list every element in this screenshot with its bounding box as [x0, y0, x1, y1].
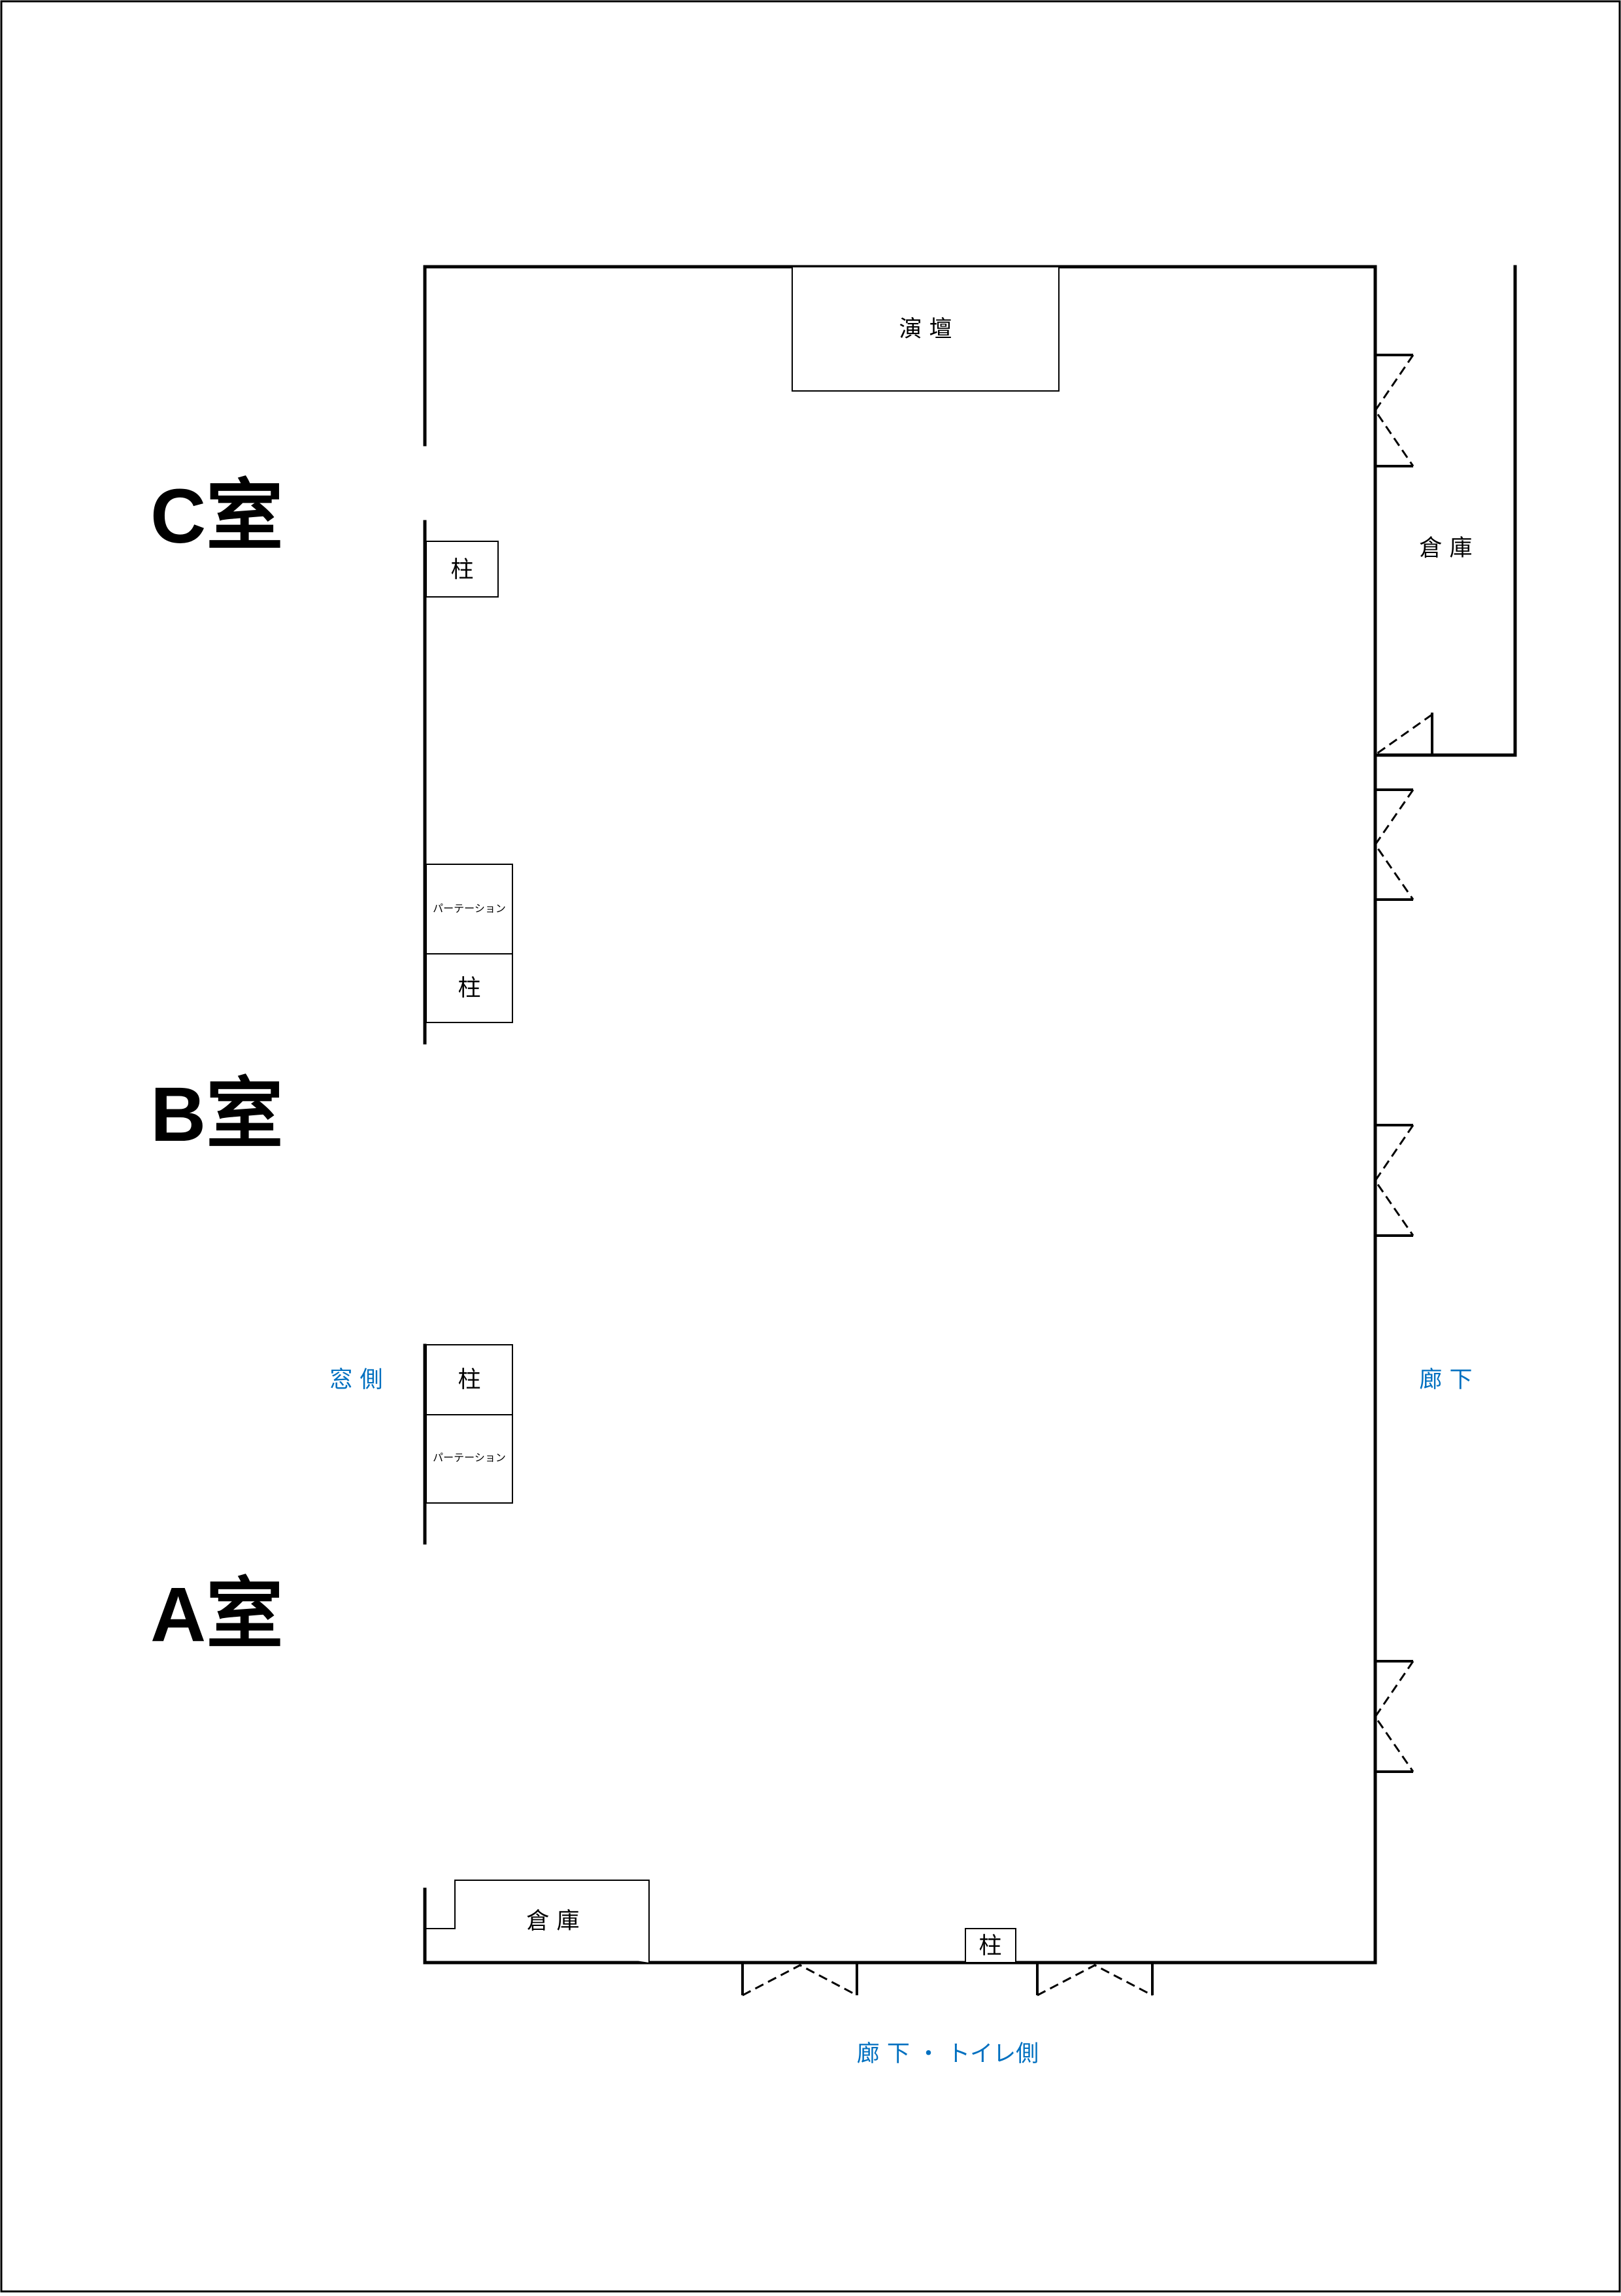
partition-middle-label: パーテーション	[433, 902, 506, 915]
pillar-top-box	[426, 541, 499, 598]
partition-group-lower: 柱 パーテーション	[426, 1344, 513, 1504]
side-label-window: 窓 側	[329, 1367, 382, 1393]
door-right-3	[1374, 1124, 1414, 1237]
pillar-top: 柱	[426, 541, 499, 598]
room-label-a: A室	[150, 1572, 283, 1658]
pillar-lower-label: 柱	[458, 1367, 480, 1393]
door-right-4	[1374, 1660, 1414, 1773]
side-label-corridor: 廊 下	[1419, 1367, 1472, 1393]
pillar-bottom: 柱	[965, 1928, 1016, 1963]
storage-bottom-outline	[425, 1880, 650, 1963]
main-walls	[423, 265, 1517, 1965]
partition-middle-box	[426, 864, 513, 954]
pillar-bottom-box	[965, 1928, 1016, 1963]
partition-lower-label: パーテーション	[433, 1451, 506, 1464]
pillar-lower-box	[426, 1344, 513, 1415]
door-bottom-2	[1036, 1963, 1154, 1997]
door-right-2	[1374, 788, 1414, 901]
outer-wall	[423, 265, 1377, 1965]
storage-right-label: 倉 庫	[1419, 535, 1472, 562]
door-bottom-1	[741, 1963, 858, 1997]
stage-platform: 演 壇	[792, 266, 1060, 392]
room-label-b: B室	[150, 1072, 283, 1158]
storage-bottom-label: 倉 庫	[526, 1908, 579, 1934]
partition-group-middle: パーテーション 柱	[426, 864, 513, 1023]
storage-bottom: 倉 庫	[425, 1880, 650, 1963]
pillar-top-label: 柱	[450, 557, 473, 583]
door-storage-right	[1376, 713, 1433, 755]
side-label-bottom: 廊 下 ・ トイレ側	[857, 2041, 1039, 2067]
stage-box	[792, 266, 1060, 392]
stage-label: 演 壇	[899, 316, 952, 343]
pillar-bottom-label: 柱	[978, 1933, 1001, 1959]
storage-right-wall	[1373, 265, 1517, 757]
door-right-1	[1374, 354, 1414, 467]
pillar-middle-label: 柱	[458, 975, 480, 1002]
partition-lower-box	[426, 1414, 513, 1504]
room-label-c: C室	[150, 473, 283, 560]
pillar-middle-box	[426, 953, 513, 1023]
